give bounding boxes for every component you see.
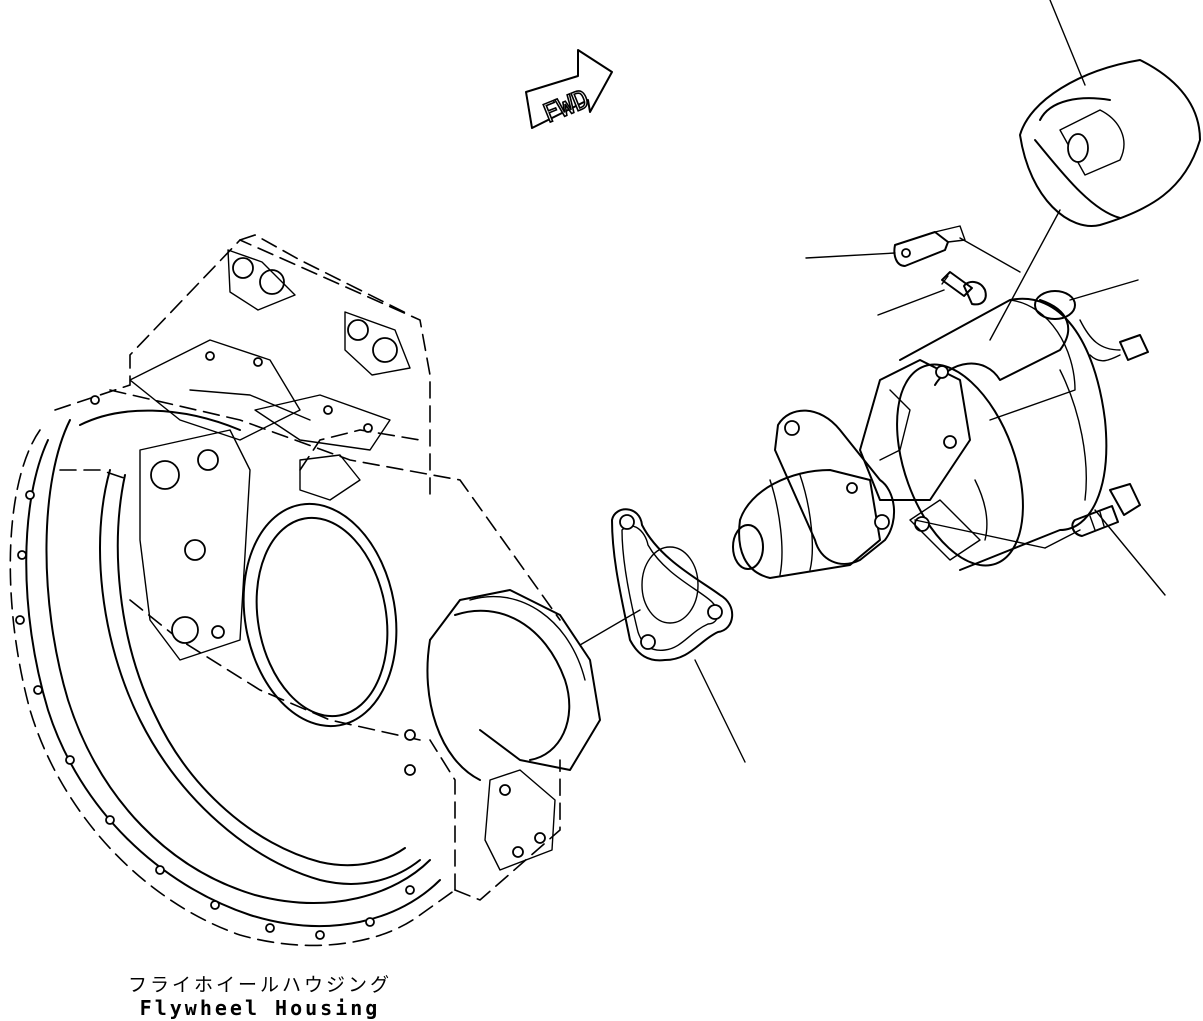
terminal-clip <box>893 225 966 267</box>
flywheel-housing-label-jp: フライホイールハウジング <box>127 974 392 996</box>
mounting-bolt <box>1071 483 1141 537</box>
starting-motor <box>732 290 1108 579</box>
cover-bolt <box>941 271 987 306</box>
fwd-label: FWD <box>539 84 594 129</box>
gasket <box>611 508 734 662</box>
starter-cover <box>1019 59 1201 227</box>
wire-connector <box>1079 319 1149 362</box>
fwd-arrow-icon: FWD <box>525 49 613 131</box>
flywheel-housing <box>9 234 601 947</box>
leader-lines <box>579 0 1166 763</box>
flywheel-housing-label-en: Flywheel Housing <box>139 996 381 1020</box>
